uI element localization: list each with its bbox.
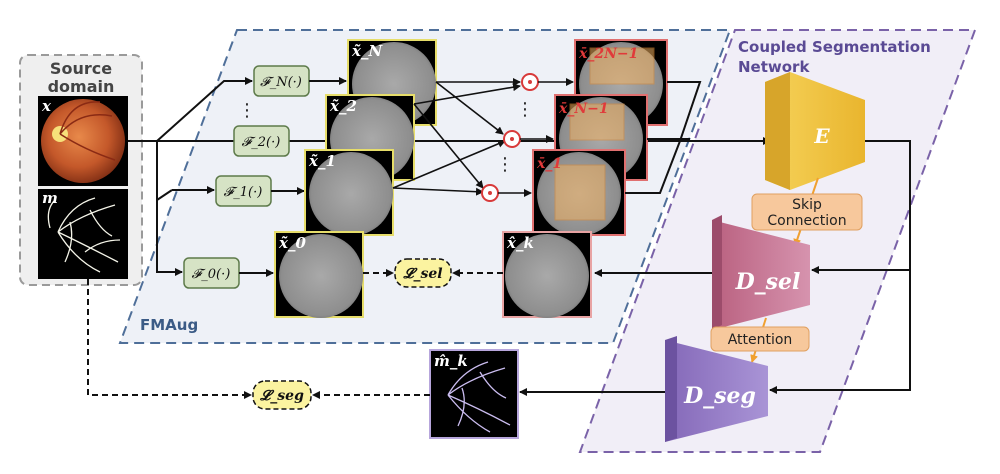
attention-label: Attention xyxy=(728,332,793,348)
branch-f0-arrow xyxy=(156,141,183,276)
skip-label-line1: Skip xyxy=(792,197,822,213)
fmaug-label: FMAug xyxy=(140,316,198,334)
skip-connection-box: Skip Connection xyxy=(751,193,863,231)
f-1-label: 𝓕_1(·) xyxy=(224,185,263,200)
aug-image-0 xyxy=(274,231,364,318)
source-title-line2: domain xyxy=(48,77,115,96)
mix-dots-1: ⋮ xyxy=(516,99,534,120)
f-2-box: 𝓕_2(·) xyxy=(233,125,290,157)
d-seg-block: D_seg xyxy=(665,336,768,442)
aug-image-n-label: x̃_N xyxy=(351,42,383,60)
source-title-line1: Source xyxy=(50,59,112,78)
f-0-box: 𝓕_0(·) xyxy=(183,257,240,289)
encoder-block: E xyxy=(765,72,865,190)
loss-sel-label: 𝓛_sel xyxy=(402,266,442,282)
encoder-output-line xyxy=(826,140,911,391)
odot-node-mid xyxy=(503,130,521,148)
source-fundus-image xyxy=(38,96,128,186)
f-dots: ⋮ xyxy=(238,100,256,121)
aug-image-2-label: x̃_2 xyxy=(329,97,357,115)
network-title-line2: Network xyxy=(738,58,810,76)
source-mask-label: m xyxy=(42,189,58,207)
mixed-image-n-label: x̄_N−1 xyxy=(558,101,609,117)
d-seg-label: D_seg xyxy=(683,383,756,409)
f-n-box: 𝓕_N(·) xyxy=(253,65,310,97)
source-mask-image xyxy=(38,189,128,279)
mixed-image-1-label: x̄_1 xyxy=(536,156,562,172)
d-sel-label: D_sel xyxy=(735,269,801,295)
f-0-label: 𝓕_0(·) xyxy=(192,267,231,282)
selected-image xyxy=(502,231,592,318)
output-mask-label: m̂_k xyxy=(434,352,468,370)
encoder-label: E xyxy=(813,124,830,148)
attention-box: Attention xyxy=(710,326,810,352)
skip-label-line2: Connection xyxy=(767,213,846,229)
odot-node-top xyxy=(521,73,539,91)
f-2-label: 𝓕_2(·) xyxy=(242,135,281,150)
aug-image-1-label: x̃_1 xyxy=(308,152,336,170)
mix-arrows xyxy=(392,78,521,196)
odot-node-bot xyxy=(481,184,499,202)
loss-sel-box: 𝓛_sel xyxy=(394,258,452,288)
mix-dots-2: ⋮ xyxy=(496,154,514,175)
branch-fN-arrow xyxy=(156,77,253,142)
mixed-to-encoder-lines xyxy=(625,81,702,194)
network-title-line1: Coupled Segmentation xyxy=(738,38,931,56)
mask-to-lseg-arrow xyxy=(87,279,252,399)
f-n-label: 𝓕_N(·) xyxy=(260,75,302,90)
f-1-box: 𝓕_1(·) xyxy=(215,175,272,207)
selected-image-label: x̂_k xyxy=(506,234,534,252)
branch-f1-link xyxy=(156,189,173,201)
loss-seg-box: 𝓛_seg xyxy=(252,380,312,410)
d-sel-block: D_sel xyxy=(712,215,810,330)
loss-seg-label: 𝓛_seg xyxy=(259,388,304,404)
aug-image-1 xyxy=(304,149,394,236)
source-image-label: x xyxy=(41,97,52,115)
aug-image-0-label: x̃_0 xyxy=(278,234,306,252)
mixed-image-2n-label: x̄_2N−1 xyxy=(578,46,638,62)
